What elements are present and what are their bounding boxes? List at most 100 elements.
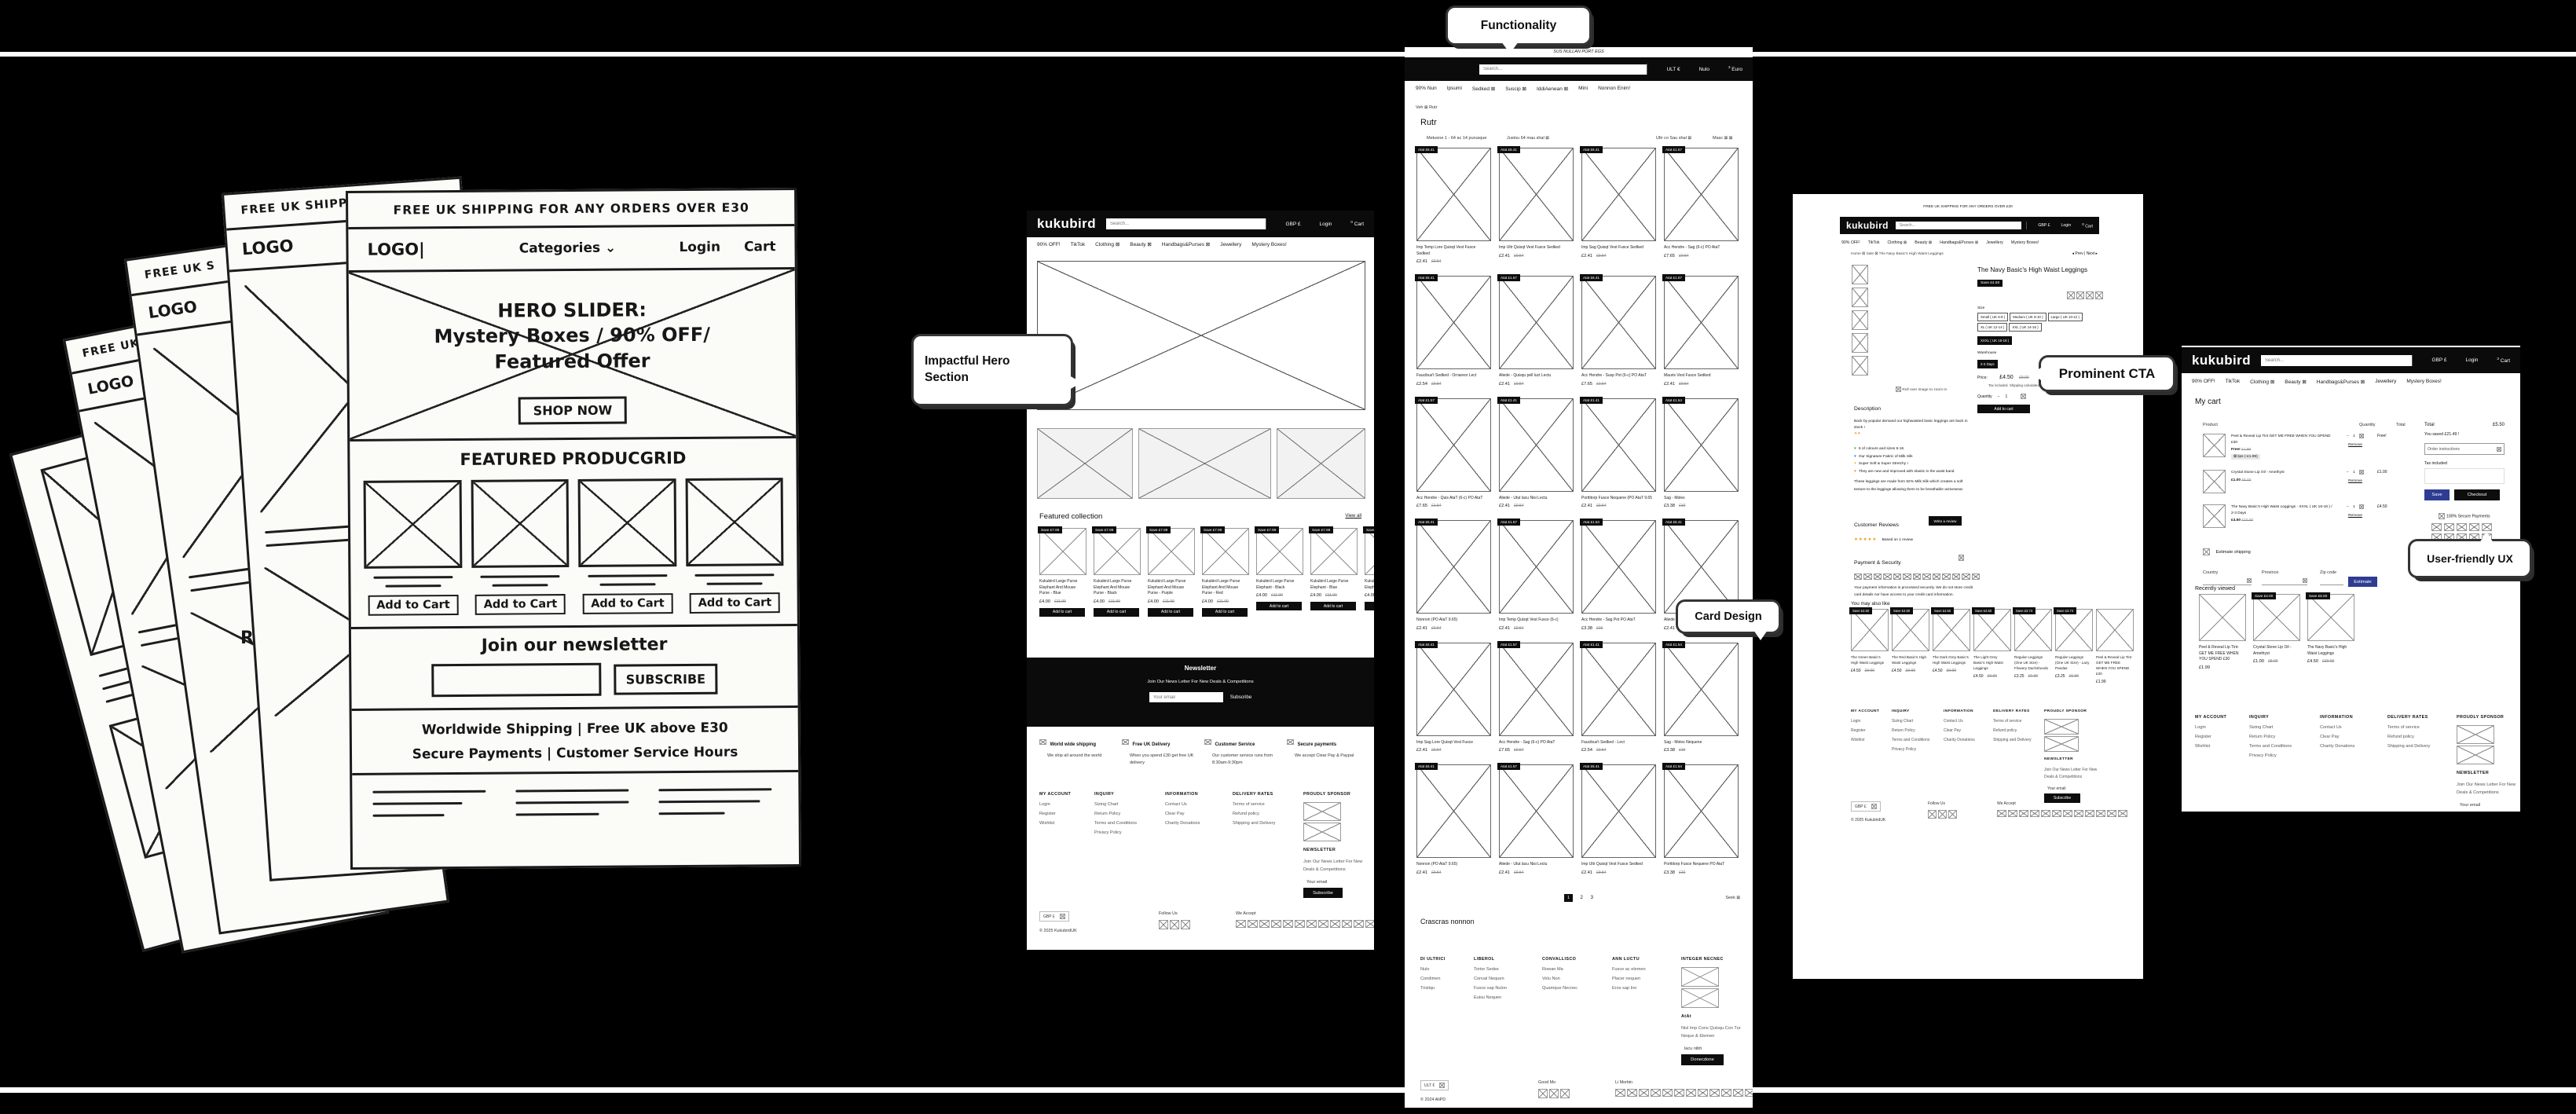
product-card[interactable]: Atat £6.41 Faucibus't Sedked - Ornareor … <box>1415 274 1491 387</box>
cart-item-title[interactable]: The Navy Basic's High Waist Leggings - X… <box>2231 505 2332 515</box>
size-option[interactable]: XL ( UK 12-14 ) <box>1977 323 2008 332</box>
product-title[interactable]: Kukubird Large Purse Elephant - Blue <box>1310 579 1349 590</box>
product-card[interactable]: Save £4.50 The Red Basic's High Waist Le… <box>1890 607 1929 684</box>
search-input[interactable] <box>1106 218 1266 229</box>
pagination-next[interactable]: Seek ⊠ <box>1725 896 1740 900</box>
product-title[interactable]: Sag - Moles <box>1664 495 1685 500</box>
nav-item[interactable]: IddiAenean ⊠ <box>1536 86 1569 92</box>
currency-selector[interactable]: GBP £ <box>2038 223 2050 228</box>
kukubird-logo[interactable]: kukubird <box>1037 216 1096 231</box>
add-to-cart-button[interactable]: Add to cart <box>1039 607 1085 617</box>
page-1-current[interactable]: 1 <box>1564 894 1573 902</box>
footer-link[interactable]: Fusce sap Nulon <box>1474 986 1507 991</box>
product-title[interactable]: Imp Sag Quisqt Vest Fusce Sedked <box>1581 245 1643 250</box>
instructions-textarea[interactable] <box>2424 468 2505 484</box>
annotation-functionality[interactable]: Functionality <box>1448 8 1589 53</box>
footer-link[interactable]: Conval Nequen <box>1474 977 1504 981</box>
kukubird-logo[interactable]: kukubird <box>2192 352 2251 368</box>
product-card[interactable]: Save £4.50 The Light Grey Basic's High W… <box>1972 607 2011 684</box>
nav-item[interactable]: TikTok <box>2225 379 2241 384</box>
footer-link[interactable]: Return Policy <box>1094 812 1121 816</box>
footer-link[interactable]: Privacy Policy <box>2249 753 2277 758</box>
product-image[interactable] <box>1416 520 1491 614</box>
collection-tile[interactable] <box>1037 428 1133 499</box>
thumbnail-image[interactable] <box>1852 333 1868 353</box>
currency-selector[interactable]: GBP £ <box>2431 357 2447 363</box>
product-title[interactable]: Sag - Moles Nequene <box>1664 739 1702 745</box>
currency-selector[interactable]: GBP £ <box>1285 221 1301 227</box>
qty-plus-icon[interactable] <box>2359 470 2365 475</box>
footer-link[interactable]: Contact Us <box>1165 802 1187 807</box>
footer-link[interactable]: Login <box>1851 719 1861 724</box>
qty-plus-icon[interactable] <box>2359 504 2365 509</box>
product-title[interactable]: The Red Basic's High Waist Leggings <box>1892 655 1927 665</box>
view-toggle[interactable]: Masc ⊠ ⊠ <box>1713 136 1733 141</box>
thumbnail-image[interactable] <box>1852 288 1868 307</box>
footer-button[interactable]: Donecdone <box>1681 1054 1724 1066</box>
product-image[interactable] <box>2014 609 2052 651</box>
footer-link[interactable]: Euisu Nequen <box>1474 995 1502 1000</box>
quantity-minus[interactable]: − <box>1997 394 2000 399</box>
footer-email-input[interactable]: Your email <box>2047 786 2066 791</box>
footer-link[interactable]: Contact Us <box>2320 725 2342 730</box>
product-card[interactable]: Atat £6.41 Imp Sag Quisqt Vest Fusce Sed… <box>1580 146 1656 264</box>
product-image[interactable] <box>1664 764 1739 858</box>
footer-link[interactable]: Privacy Policy <box>1094 830 1122 835</box>
product-title[interactable]: Porttitorp Fusce Nequene PO AtaT <box>1664 862 1725 867</box>
product-card[interactable]: Save £7.99 Kukubird Large Purse Elephant… <box>1092 526 1141 617</box>
footer-link[interactable]: Sizing Chart <box>2249 725 2274 730</box>
footer-link[interactable]: Terms of service <box>1233 802 1265 807</box>
footer-link[interactable]: Clear Pay <box>1944 728 1961 733</box>
product-image[interactable] <box>1256 528 1303 575</box>
delivery-option-selected[interactable]: 2-3 Days <box>1977 360 1998 368</box>
save-button[interactable]: Save <box>2424 489 2450 500</box>
kukubird-logo[interactable]: kukubird <box>1846 220 1889 231</box>
footer-link[interactable]: Clear Pay <box>2320 735 2340 739</box>
breadcrumb[interactable]: Veh ⊠ Rutr <box>1416 105 1438 110</box>
nav-item[interactable]: Beauty ⊠ <box>1130 242 1152 247</box>
account-link[interactable]: Nulo <box>1698 66 1709 72</box>
product-image[interactable] <box>1664 642 1739 736</box>
product-card[interactable]: Save £4.00 Crystal Stone Lip Oil - Ameth… <box>2252 592 2300 670</box>
nav-item[interactable]: Beauty ⊠ <box>2285 379 2307 385</box>
product-image[interactable] <box>1581 764 1656 858</box>
product-card[interactable]: Atat £1.57 Acc Hendre - Quis AtaT (6-c) … <box>1415 396 1491 508</box>
product-card[interactable]: Save £4.50 The Green Basic's High Waist … <box>1849 607 1889 684</box>
sketch-subscribe-button[interactable]: SUBSCRIBE <box>614 663 718 695</box>
product-image[interactable] <box>1664 398 1739 492</box>
sketch-shop-now-button[interactable]: SHOP NOW <box>518 396 628 425</box>
footer-link[interactable]: Condimen <box>1420 977 1441 981</box>
expand-icon[interactable] <box>1959 555 1964 561</box>
product-card[interactable]: Peel & Reveal Lip Tint- GET ME FREE WHEN… <box>2199 594 2246 670</box>
nav-item[interactable]: Mini <box>1578 86 1588 91</box>
footer-link[interactable]: Charity Donations <box>2320 744 2355 749</box>
product-title[interactable]: Kukubird Large Purse Elephant And Mouse … <box>1202 579 1240 595</box>
annotation-prominent-cta[interactable]: Prominent CTA <box>2030 357 2173 390</box>
newsletter-email-input[interactable] <box>1149 692 1223 703</box>
product-card[interactable]: Atat £1.41 Porttitorp Fusce Nequene (PO … <box>1580 396 1656 508</box>
filter-dropdown[interactable]: Justou 64 mau shal ⊠ <box>1507 136 1549 141</box>
nav-item[interactable]: Jewellery <box>1986 240 2003 245</box>
product-title[interactable]: The Dark Grey Basic's High Waist Legging… <box>1933 655 1969 665</box>
product-card[interactable]: Atat £6.41 Imp Sag Lore Quisqt Vest Fusc… <box>1415 640 1491 753</box>
footer-link[interactable]: Charity Donations <box>1165 821 1200 826</box>
product-card[interactable]: Atat £1.57 Acc Hendre - Sag (6-c) PO Ata… <box>1497 640 1574 753</box>
sketch-add-to-cart-button[interactable]: Add to Cart <box>582 593 673 614</box>
product-card[interactable]: Atat £1.41 Faucibus't Sedked - Lect £2.5… <box>1580 640 1656 753</box>
social-icon[interactable] <box>1170 920 1179 929</box>
footer-link[interactable]: Wishlist <box>1851 738 1865 742</box>
product-card[interactable]: Atat £1.54 Acc Hendre - Sag Pot PO AtaT … <box>1580 519 1656 631</box>
social-icon[interactable] <box>1159 920 1168 929</box>
remove-link[interactable]: Remove <box>2348 514 2362 519</box>
login-link[interactable]: Login <box>1319 221 1332 227</box>
nav-item[interactable]: 90% Nun <box>1416 86 1437 91</box>
product-card[interactable]: Atat £6.41 Imp Ultr Quisqt Vest Fusce Se… <box>1580 763 1656 875</box>
product-image[interactable] <box>1365 528 1374 575</box>
cart-item-image[interactable] <box>2203 470 2226 493</box>
write-review-button[interactable]: Write a review <box>1929 516 1962 526</box>
breadcrumb[interactable]: Home ⊠ Sale ⊠ The Navy Basic's High Wais… <box>1851 252 1944 256</box>
footer-link[interactable]: Return Policy <box>2249 735 2276 739</box>
cart-item-title[interactable]: Crystal Stone Lip Oil - Amethyst <box>2231 471 2285 475</box>
annotation-card-design[interactable]: Card Design <box>1678 602 1779 640</box>
sketch-add-to-cart-button[interactable]: Add to Cart <box>689 592 781 614</box>
